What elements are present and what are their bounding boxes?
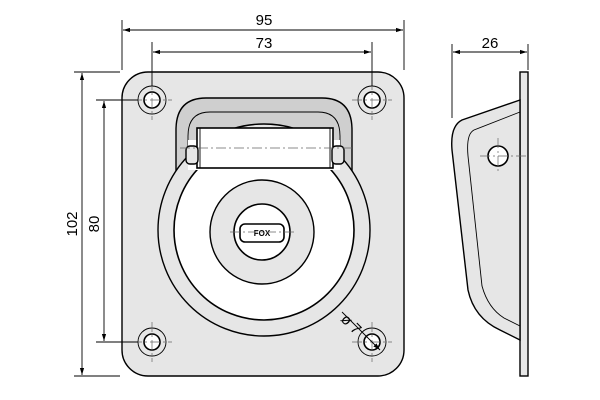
front-view: FOX xyxy=(121,71,405,377)
dim-overall-width: 95 xyxy=(256,12,273,29)
side-view xyxy=(451,71,529,377)
logo-text: FOX xyxy=(254,229,271,238)
dim-hole-spacing-width: 73 xyxy=(256,35,273,52)
dim-overall-height: 102 xyxy=(64,211,81,236)
side-body xyxy=(451,99,521,342)
logo-plate xyxy=(239,223,285,243)
hinge-knuckle-right xyxy=(331,145,345,165)
side-body-inner xyxy=(467,111,521,327)
dim-line-hole-diameter xyxy=(341,311,381,351)
hinge-knuckle-left xyxy=(185,145,199,165)
dim-hole-spacing-height: 80 xyxy=(86,216,103,233)
side-plate xyxy=(519,71,529,377)
dim-side-depth: 26 xyxy=(482,35,499,52)
